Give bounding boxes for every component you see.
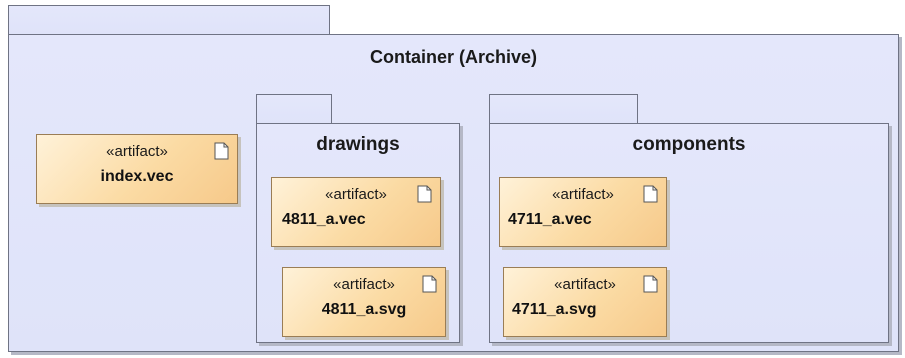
- artifact-name: 4711_a.vec: [508, 211, 592, 228]
- container-package-tab: [8, 5, 330, 35]
- artifact-4811-a-vec[interactable]: «artifact» 4811_a.vec: [271, 177, 441, 247]
- artifact-stereotype: «artifact»: [554, 276, 616, 293]
- artifact-stereotype: «artifact»: [106, 143, 168, 160]
- artifact-4811-a-svg[interactable]: «artifact» 4811_a.svg: [282, 267, 446, 337]
- components-package-tab: [489, 94, 638, 124]
- drawings-package-tab: [256, 94, 332, 124]
- document-icon: [643, 185, 658, 203]
- document-icon: [422, 275, 437, 293]
- artifact-name: 4711_a.svg: [512, 301, 597, 318]
- artifact-stereotype: «artifact»: [552, 186, 614, 203]
- artifact-name: 4811_a.svg: [321, 301, 407, 318]
- artifact-4711-a-svg[interactable]: «artifact» 4711_a.svg: [503, 267, 667, 337]
- artifact-name: 4811_a.vec: [282, 211, 366, 228]
- artifact-stereotype: «artifact»: [325, 186, 387, 203]
- components-title: components: [632, 134, 746, 155]
- document-icon: [643, 275, 658, 293]
- artifact-index-vec[interactable]: «artifact» index.vec: [36, 134, 238, 204]
- artifact-4711-a-vec[interactable]: «artifact» 4711_a.vec: [499, 177, 667, 247]
- container-title: Container (Archive): [369, 47, 538, 67]
- document-icon: [417, 185, 432, 203]
- artifact-name: index.vec: [100, 168, 174, 185]
- drawings-title: drawings: [316, 134, 400, 155]
- document-icon: [214, 142, 229, 160]
- artifact-stereotype: «artifact»: [333, 276, 395, 293]
